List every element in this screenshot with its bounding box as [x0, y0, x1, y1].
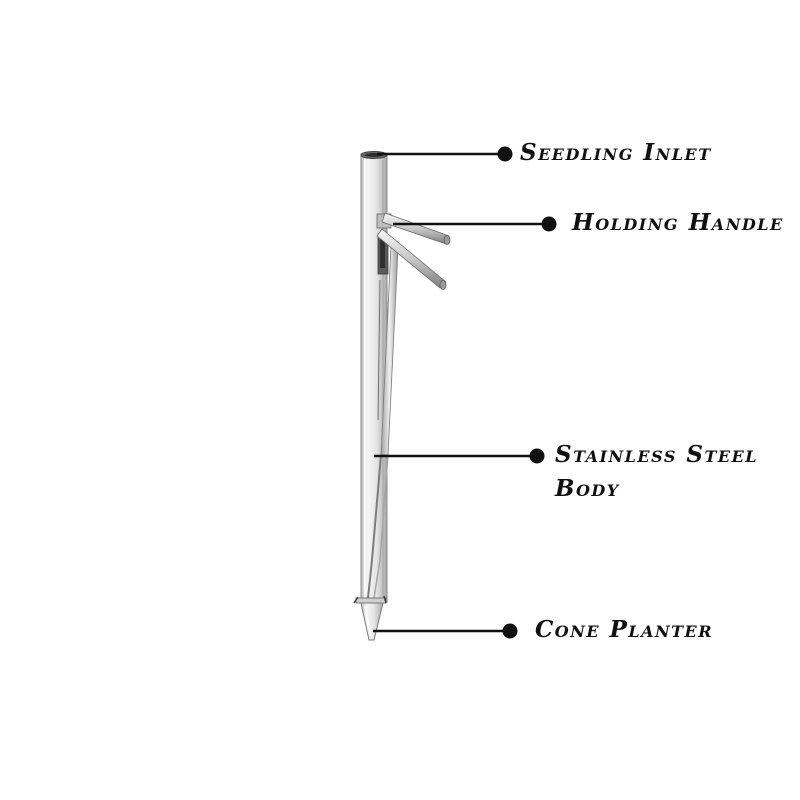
leader-dot-stainless-steel-body: [529, 448, 545, 464]
leader-dot-holding-handle: [541, 216, 557, 232]
label-cone-planter: Cone Planter: [535, 613, 713, 647]
label-stainless-steel-body-line-1: Stainless Steel: [555, 441, 759, 468]
leader-lines: [373, 146, 557, 639]
label-stainless-steel-body: Stainless Steel Body: [555, 438, 758, 506]
label-holding-handle: Holding Handle: [572, 206, 784, 240]
label-cone-planter-text: Cone Planter: [535, 616, 714, 643]
leader-dot-cone-planter: [502, 623, 518, 639]
label-seedling-inlet: Seedling Inlet: [520, 136, 712, 170]
label-stainless-steel-body-line-2: Body: [555, 475, 620, 502]
side-handles: [376, 212, 451, 290]
label-holding-handle-text: Holding Handle: [572, 209, 784, 236]
leader-dot-seedling-inlet: [497, 146, 513, 162]
cone-planter-tip: [353, 595, 387, 641]
label-seedling-inlet-text: Seedling Inlet: [520, 139, 712, 166]
